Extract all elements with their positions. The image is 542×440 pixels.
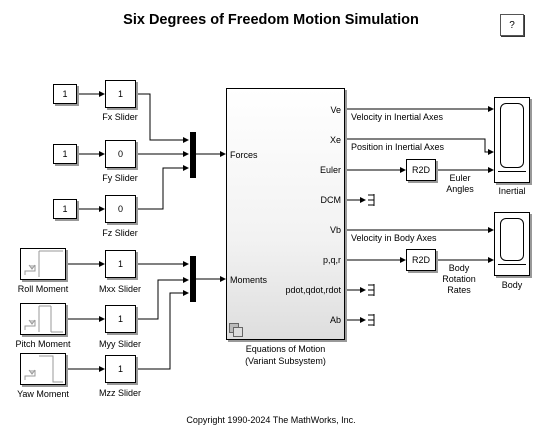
model-title: Six Degrees of Freedom Motion Simulation [123, 12, 419, 28]
roll-moment-label: Roll Moment [17, 284, 69, 294]
fx-slider-block[interactable]: 1 [105, 80, 136, 108]
scope-screen-icon [500, 103, 524, 168]
roll-moment-block[interactable] [20, 248, 66, 280]
fx-slider-label: Fx Slider [102, 112, 138, 122]
forces-port-label: Forces [230, 150, 258, 160]
pitch-moment-label: Pitch Moment [15, 339, 71, 349]
ve-port-label: Ve [330, 105, 341, 115]
eom-label-line1: Equations of Motion [245, 344, 326, 354]
fz-slider-block[interactable]: 0 [105, 195, 136, 223]
myy-slider-block[interactable]: 1 [105, 305, 136, 333]
xe-port-label: Xe [329, 135, 341, 145]
signal-builder-icon [24, 305, 63, 333]
dcm-port-label: DCM [320, 195, 342, 205]
mxx-slider-block[interactable]: 1 [105, 250, 136, 278]
ve-signal-label: Velocity in Inertial Axes [351, 112, 444, 122]
mzz-slider-block[interactable]: 1 [105, 355, 136, 383]
body-rates-line1: Body [448, 263, 470, 273]
pdot-port-label: pdot,qdot,rdot [285, 285, 341, 295]
r2d-body-rates-block[interactable]: R2D [406, 249, 436, 271]
xe-signal-label: Position in Inertial Axes [351, 142, 445, 152]
vb-port-label: Vb [329, 225, 341, 235]
mxx-slider-label: Mxx Slider [98, 284, 141, 294]
moments-port-label: Moments [230, 275, 268, 285]
myy-slider-label: Myy Slider [98, 339, 141, 349]
body-scope[interactable] [494, 212, 530, 276]
pitch-moment-block[interactable] [20, 303, 66, 335]
eom-label-line2: (Variant Subsystem) [245, 356, 326, 366]
constant-fx[interactable]: 1 [53, 84, 77, 104]
signal-builder-icon [24, 355, 63, 383]
r2d-euler-block[interactable]: R2D [406, 159, 436, 181]
fy-slider-label: Fy Slider [102, 173, 138, 183]
body-rates-line2: Rotation [442, 274, 476, 284]
yaw-moment-block[interactable] [20, 353, 66, 385]
moments-mux[interactable] [190, 256, 196, 302]
body-rates-line3: Rates [447, 285, 471, 295]
fy-slider-block[interactable]: 0 [105, 140, 136, 168]
fz-slider-label: Fz Slider [102, 228, 138, 238]
mzz-slider-label: Mzz Slider [98, 388, 141, 398]
euler-port-label: Euler [319, 165, 341, 175]
signal-builder-icon [24, 250, 63, 277]
help-button[interactable]: ? [500, 14, 524, 36]
constant-fz[interactable]: 1 [53, 199, 77, 219]
ab-port-label: Ab [329, 315, 341, 325]
copyright-notice: Copyright 1990-2024 The MathWorks, Inc. [186, 415, 356, 425]
euler-angles-line2: Angles [446, 184, 474, 194]
forces-mux[interactable] [190, 132, 196, 178]
euler-angles-line1: Euler [449, 173, 471, 183]
equations-of-motion-subsystem[interactable]: Forces Moments Ve Xe Euler DCM Vb p,q,r … [226, 88, 345, 340]
body-scope-label: Body [501, 280, 523, 290]
vb-signal-label: Velocity in Body Axes [351, 233, 437, 243]
yaw-moment-label: Yaw Moment [17, 389, 69, 399]
inertial-scope[interactable] [494, 97, 530, 183]
inertial-scope-label: Inertial [498, 186, 526, 196]
constant-fy[interactable]: 1 [53, 144, 77, 164]
variant-subsystem-icon [229, 323, 243, 337]
pqr-port-label: p,q,r [322, 255, 341, 265]
scope-screen-icon [500, 218, 524, 261]
